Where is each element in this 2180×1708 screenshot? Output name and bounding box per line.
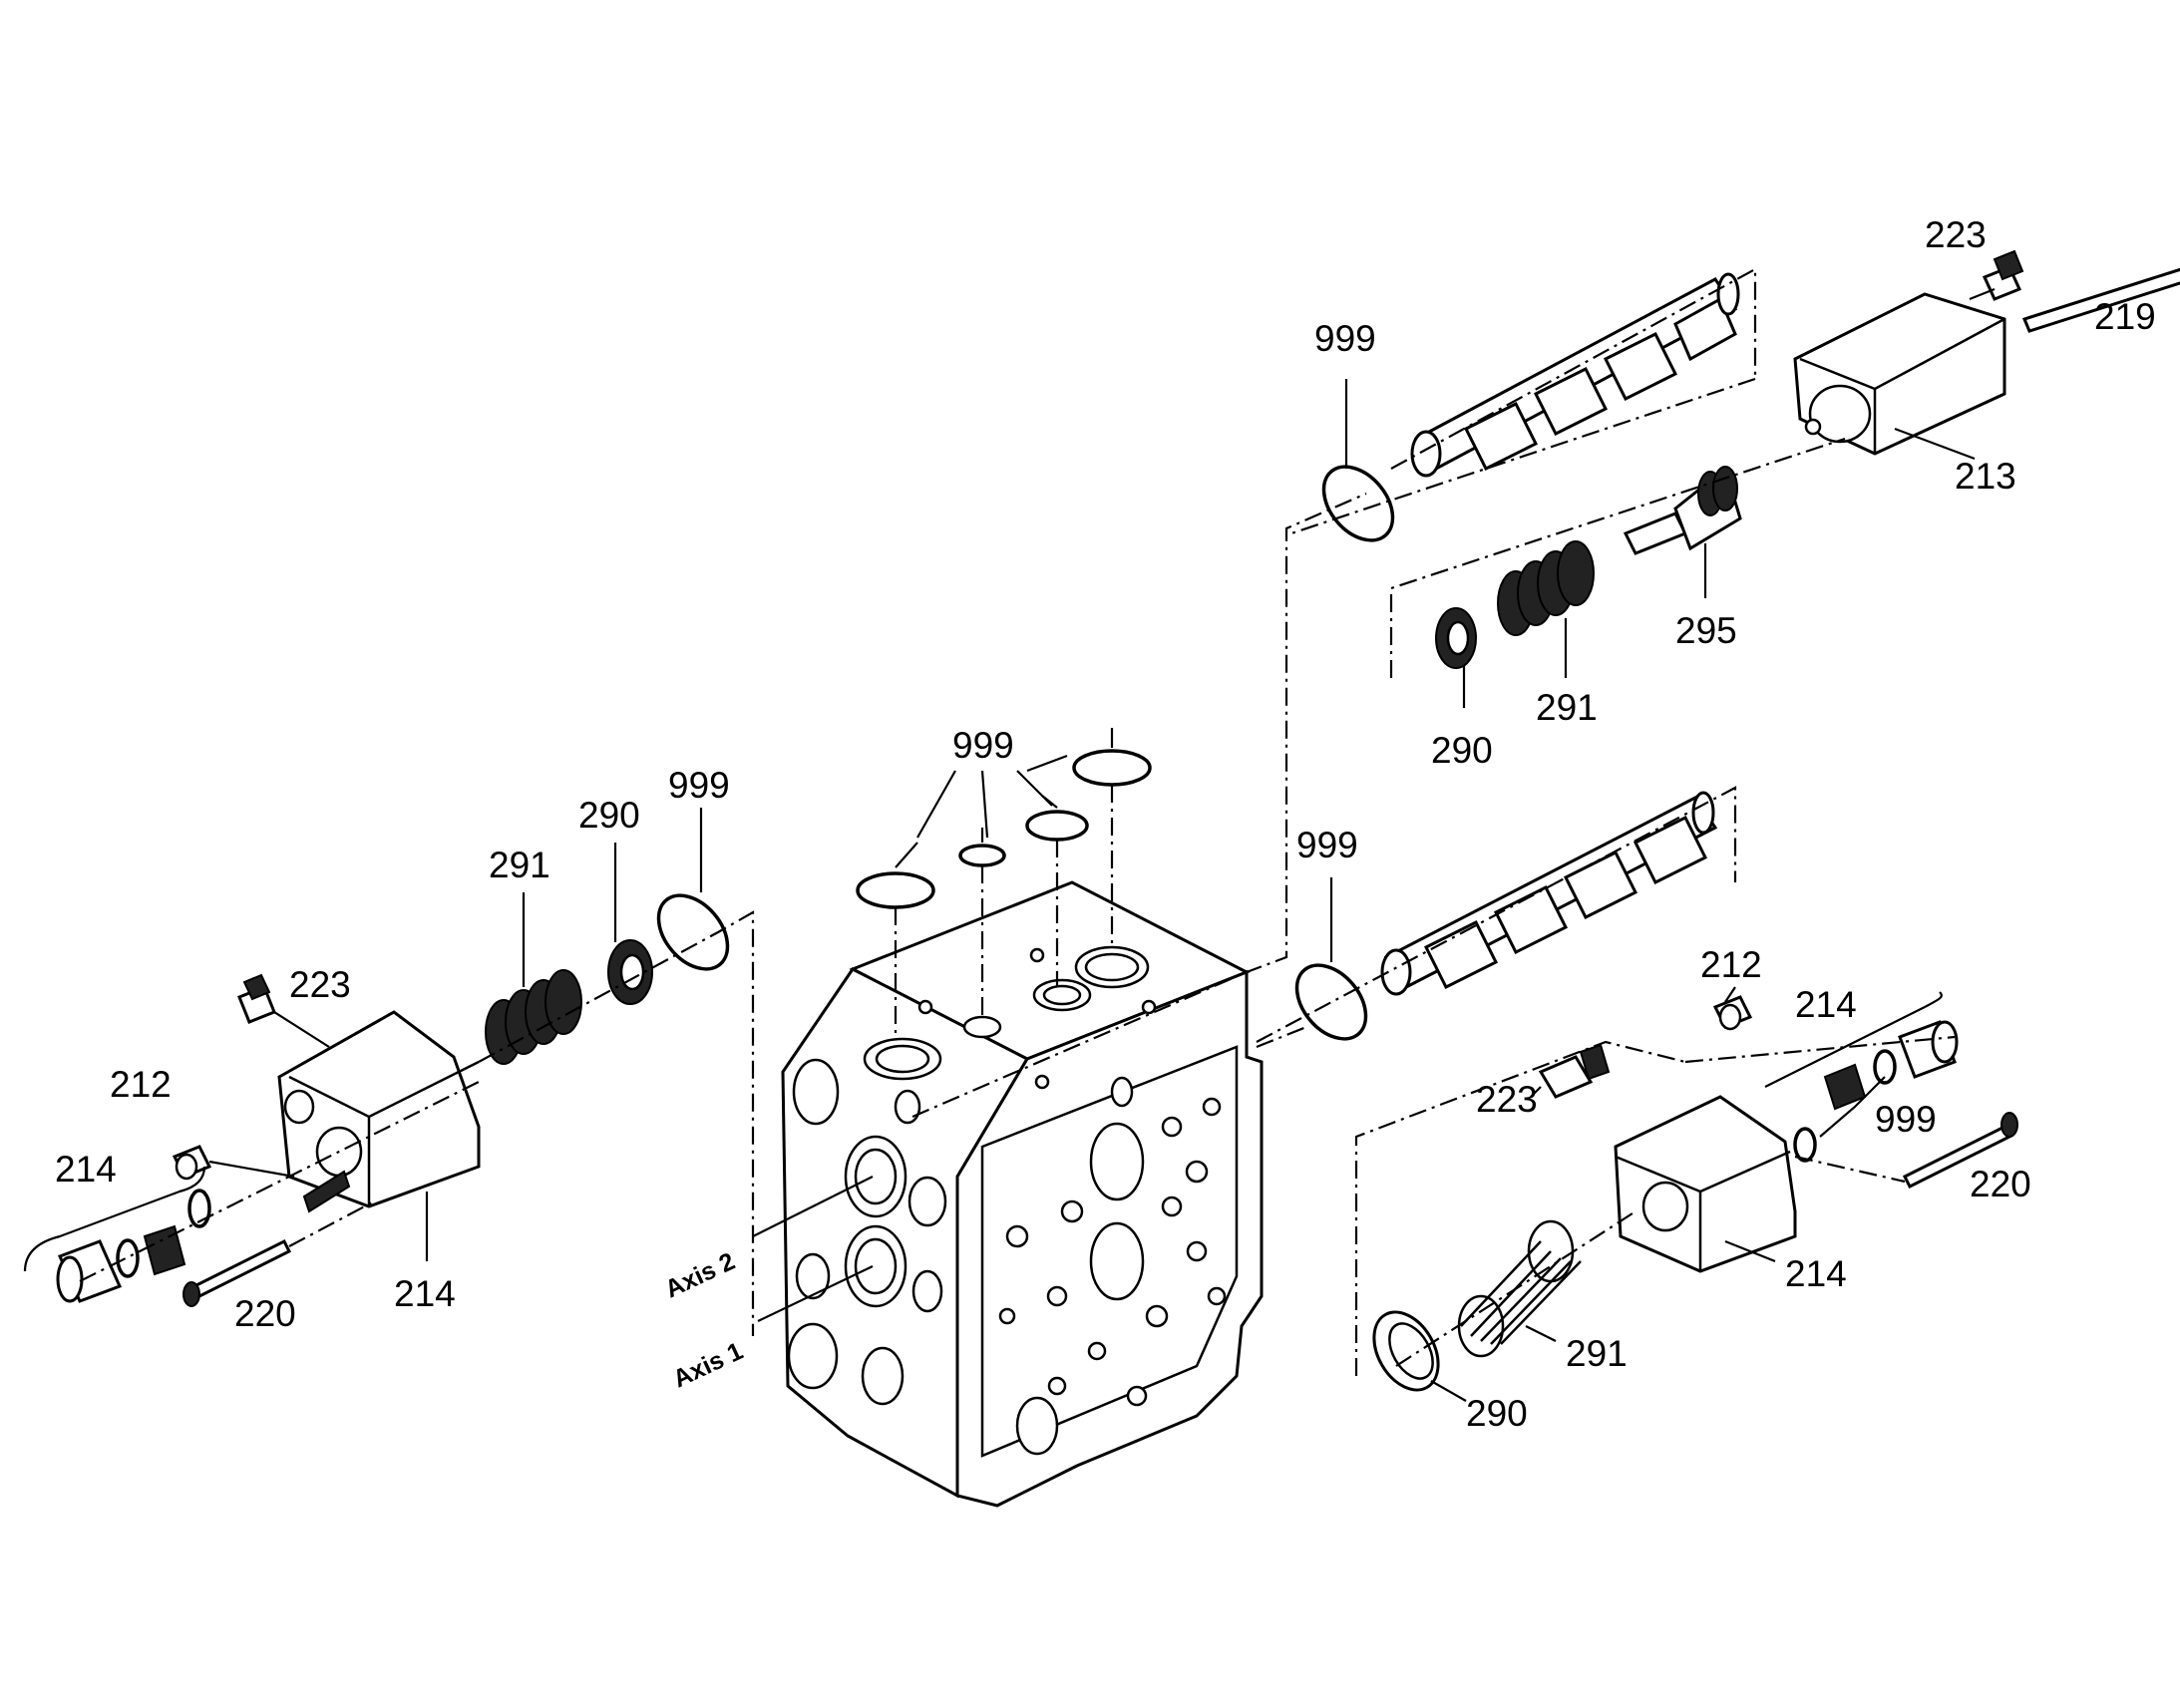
upper-spool-axis-2 bbox=[1290, 377, 1756, 535]
valve-cartridge-214-left bbox=[23, 1166, 351, 1303]
label-999-mid-group: 999 bbox=[952, 725, 1014, 766]
label-999-mid: 999 bbox=[1296, 825, 1358, 865]
label-214-left-brace: 214 bbox=[55, 1149, 117, 1190]
label-290-left: 290 bbox=[578, 795, 640, 836]
valve-cartridge-214-right bbox=[1764, 991, 1959, 1163]
label-999-right: 999 bbox=[1875, 1099, 1937, 1140]
svg-text:Axis 2: Axis 2 bbox=[661, 1247, 740, 1304]
valve-housing bbox=[781, 880, 1264, 1508]
center-axis-line bbox=[911, 492, 1367, 1119]
label-999-top: 999 bbox=[1314, 318, 1376, 359]
label-295: 295 bbox=[1675, 610, 1737, 651]
leader-213 bbox=[1894, 427, 1976, 461]
middle-spool bbox=[1380, 791, 1718, 996]
fitting-223-top bbox=[1982, 249, 2024, 301]
spring-291-top bbox=[1497, 540, 1595, 636]
label-213: 213 bbox=[1955, 456, 2016, 497]
o-ring-group-top bbox=[856, 728, 1152, 1037]
right-cartridge-axis bbox=[1684, 1035, 1956, 1064]
center-axis-line-2 bbox=[1256, 1025, 1307, 1049]
left-assembly-axis bbox=[478, 910, 755, 1336]
spring-291-right bbox=[1457, 1219, 1582, 1358]
label-220-right: 220 bbox=[1970, 1164, 2031, 1204]
piston-295 bbox=[1623, 466, 1742, 555]
svg-text:Axis 1: Axis 1 bbox=[669, 1337, 748, 1394]
seat-290-top bbox=[1435, 607, 1477, 669]
o-ring-999-top bbox=[1321, 465, 1395, 542]
label-212-left: 212 bbox=[110, 1064, 172, 1105]
label-291-left: 291 bbox=[489, 845, 550, 885]
label-214-right: 214 bbox=[1785, 1253, 1847, 1294]
screw-220-left-axis bbox=[288, 1200, 375, 1247]
leader-212-left bbox=[208, 1160, 295, 1179]
label-220-left: 220 bbox=[234, 1293, 296, 1334]
leader-291-right bbox=[1525, 1325, 1557, 1342]
seat-290-right bbox=[1372, 1310, 1440, 1392]
plug-212-right bbox=[1712, 995, 1753, 1031]
leader-223-left bbox=[273, 1011, 330, 1048]
plug-212-left bbox=[172, 1145, 212, 1181]
left-cartridge-axis bbox=[79, 1081, 480, 1282]
label-291-top: 291 bbox=[1536, 687, 1598, 728]
spring-291-left bbox=[485, 969, 582, 1065]
label-223-right: 223 bbox=[1476, 1079, 1538, 1120]
o-ring-999-left bbox=[656, 893, 730, 971]
label-290-top: 290 bbox=[1431, 730, 1493, 771]
cover-213 bbox=[1793, 292, 2006, 456]
o-ring-999-mid bbox=[1294, 963, 1368, 1041]
middle-spool-axis bbox=[1256, 786, 1737, 1043]
fitting-223-left bbox=[237, 973, 276, 1024]
upper-spool bbox=[1410, 272, 1740, 478]
screw-220-right-axis bbox=[1794, 1155, 1906, 1184]
right-lower-axis-2 bbox=[1395, 1210, 1636, 1367]
label-212-right: 212 bbox=[1700, 944, 1762, 985]
fitting-223-right bbox=[1538, 1043, 1611, 1099]
label-999-left: 999 bbox=[668, 765, 730, 806]
leader-223-top bbox=[1969, 287, 1996, 301]
leader-290-right bbox=[1430, 1380, 1467, 1402]
cover-214-left bbox=[277, 1010, 481, 1208]
leader-212-right bbox=[1724, 986, 1736, 1003]
label-223-left: 223 bbox=[289, 964, 351, 1005]
label-219: 219 bbox=[2094, 296, 2156, 337]
right-lower-axis bbox=[1354, 1040, 1686, 1376]
label-214-left: 214 bbox=[394, 1273, 456, 1314]
upper-assembly-axis bbox=[1389, 437, 1846, 678]
cover-214-right bbox=[1614, 1095, 1797, 1273]
label-291-right: 291 bbox=[1566, 1333, 1628, 1374]
leader-214-right bbox=[1724, 1239, 1776, 1263]
label-223-top: 223 bbox=[1925, 214, 1987, 255]
leader-999-right bbox=[1819, 1076, 1886, 1138]
leader-223-right bbox=[1530, 1086, 1542, 1098]
screw-219 bbox=[2021, 267, 2180, 333]
label-290-right: 290 bbox=[1466, 1393, 1528, 1434]
label-214-right-brace: 214 bbox=[1795, 984, 1857, 1025]
screw-220-left bbox=[182, 1238, 292, 1307]
screw-220-right bbox=[1902, 1112, 2018, 1190]
upper-spool-axis bbox=[1390, 267, 1757, 470]
